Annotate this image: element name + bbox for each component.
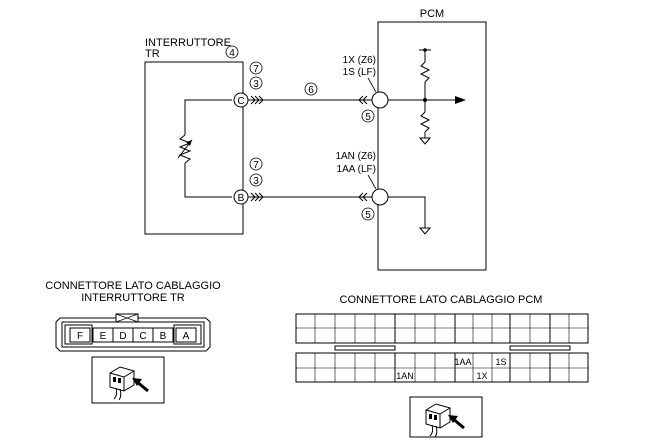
svg-text:3: 3 <box>253 79 259 90</box>
switch-title-line2: TR <box>145 48 160 60</box>
switch-connector-pin-e: E <box>92 327 114 343</box>
pcm-connector-lower-block <box>295 352 589 383</box>
pcm-pin-label-1s: 1S <box>495 357 506 367</box>
pcm-pin-label-1x: 1X <box>476 371 487 381</box>
svg-text:6: 6 <box>308 85 314 96</box>
switch-connector-pin-a: A <box>175 327 197 343</box>
pcm-connector-title: CONNETTORE LATO CABLAGGIO PCM <box>340 294 543 306</box>
pcm-pin-label-1an: 1AN <box>396 371 414 381</box>
connector-view-icon <box>91 356 165 404</box>
switch-connector-title-line2: INTERRUTTORE TR <box>81 292 185 304</box>
pcm-terminal-bottom <box>371 188 389 206</box>
pcm-pin-bottom-line2: 1AA (LF) <box>337 164 376 175</box>
pcm-ground-circuit <box>388 196 431 235</box>
switch-connector-pin-d: D <box>112 327 134 343</box>
pcm-connector-upper-block <box>295 313 589 344</box>
signal-wire <box>248 95 372 105</box>
terminal-b: B <box>233 189 249 205</box>
pcm-pin-label-1aa: 1AA <box>454 357 471 367</box>
switch-connector-pin-f: F <box>69 327 91 343</box>
circle-3-top: 3 <box>249 76 263 90</box>
svg-text:3: 3 <box>253 176 259 187</box>
svg-text:B: B <box>238 193 245 204</box>
terminal-c: C <box>233 92 249 108</box>
svg-text:5: 5 <box>365 210 371 221</box>
pcm-title: PCM <box>420 8 444 20</box>
connector-view-icon <box>409 396 483 439</box>
svg-text:D: D <box>119 331 126 342</box>
switch-ref-circle: 4 <box>225 45 239 59</box>
svg-text:C: C <box>139 331 146 342</box>
circle-6: 6 <box>304 82 318 96</box>
pcm-internal-circuit <box>388 48 466 145</box>
svg-text:7: 7 <box>253 64 259 75</box>
svg-text:7: 7 <box>253 160 259 171</box>
svg-text:C: C <box>237 96 244 107</box>
circle-7-bottom: 7 <box>249 157 263 171</box>
ground-wire <box>248 192 372 202</box>
pcm-pin-top-line1: 1X (Z6) <box>343 55 376 66</box>
svg-text:5: 5 <box>365 112 371 123</box>
variable-resistor-symbol <box>177 99 232 198</box>
svg-text:E: E <box>100 331 107 342</box>
circle-5-top: 5 <box>361 109 375 123</box>
switch-connector-title-line1: CONNETTORE LATO CABLAGGIO <box>45 280 221 292</box>
svg-text:A: A <box>183 331 190 342</box>
circle-5-bottom: 5 <box>361 207 375 221</box>
switch-title-line1: INTERRUTTORE <box>145 37 231 49</box>
switch-connector-pin-b: B <box>152 327 174 343</box>
pcm-pin-bottom-line1: 1AN (Z6) <box>335 151 376 162</box>
pcm-terminal-top <box>371 91 389 109</box>
svg-text:F: F <box>77 331 83 342</box>
circle-3-bottom: 3 <box>249 173 263 187</box>
pcm-pin-top-line2: 1S (LF) <box>343 67 376 78</box>
circle-7-top: 7 <box>249 61 263 75</box>
pcm-box <box>377 21 487 271</box>
pcm-connector-latch-bars <box>334 345 571 351</box>
tr-switch-box <box>144 61 244 235</box>
svg-text:B: B <box>160 331 167 342</box>
svg-text:4: 4 <box>229 48 235 59</box>
switch-connector-pin-c: C <box>132 327 154 343</box>
